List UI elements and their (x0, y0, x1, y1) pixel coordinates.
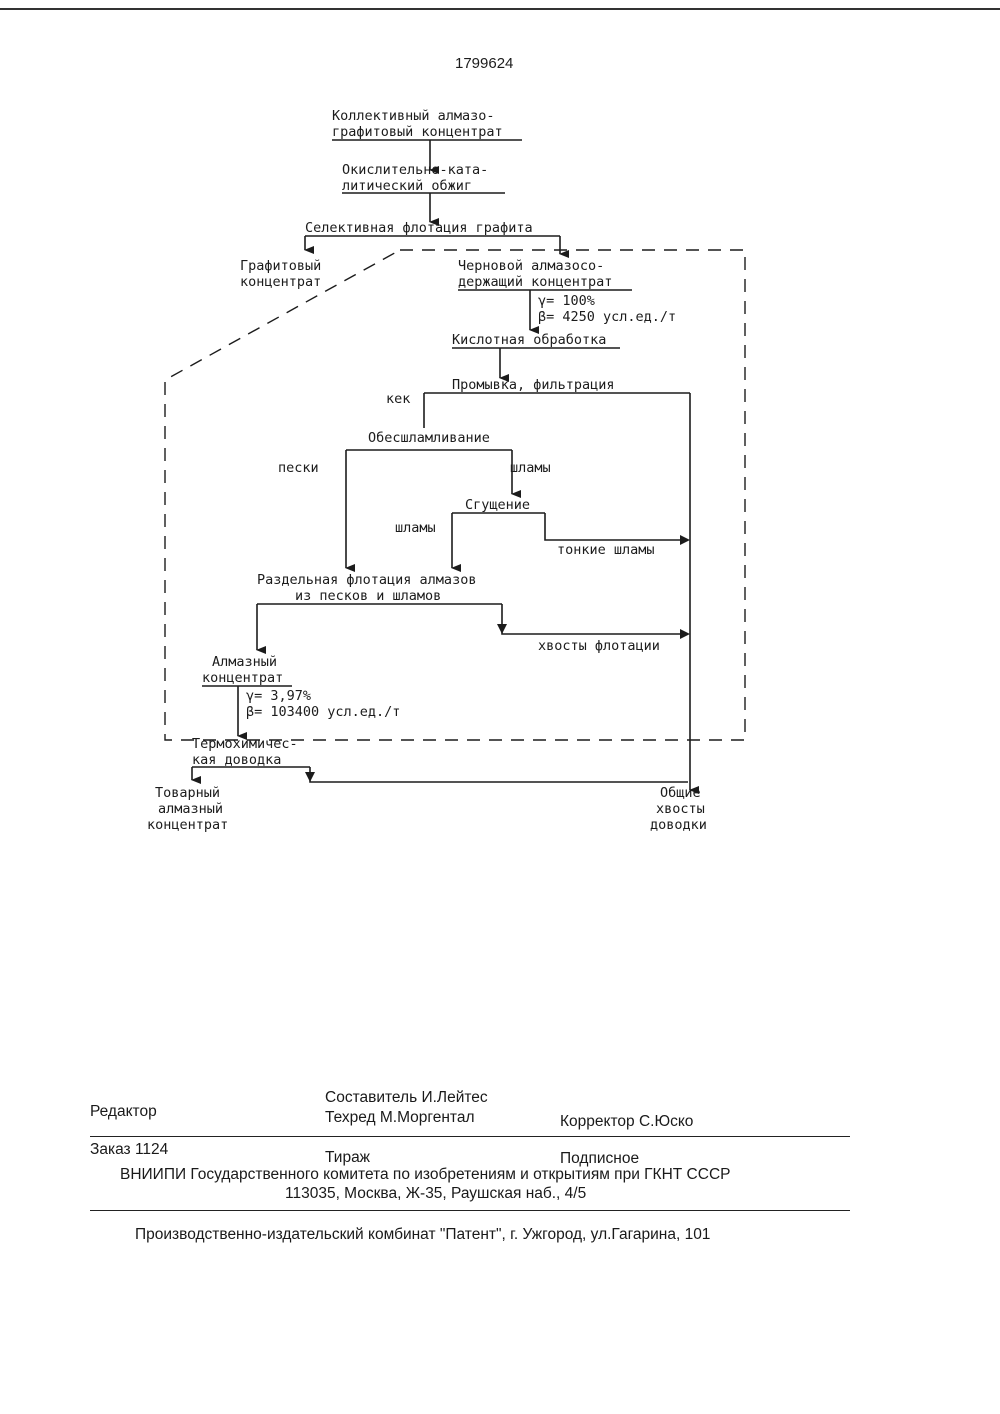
imprint-rule-1 (90, 1136, 850, 1137)
imprint-corrector: Корректор С.Юско (560, 1113, 693, 1131)
imprint-address: 113035, Москва, Ж-35, Раушская наб., 4/5 (285, 1185, 586, 1203)
imprint-organization: ВНИИПИ Государственного комитета по изоб… (120, 1166, 730, 1184)
imprint-rule-2 (90, 1210, 850, 1211)
imprint-techred: Техред М.Моргентал (325, 1109, 475, 1127)
imprint-printing-plant: Производственно-издательский комбинат "П… (135, 1226, 710, 1244)
imprint-editor: Редактор (90, 1103, 157, 1121)
imprint-order: Заказ 1124 (90, 1141, 168, 1159)
imprint-circulation: Тираж (325, 1149, 370, 1167)
imprint-compiler: Составитель И.Лейтес (325, 1089, 488, 1107)
